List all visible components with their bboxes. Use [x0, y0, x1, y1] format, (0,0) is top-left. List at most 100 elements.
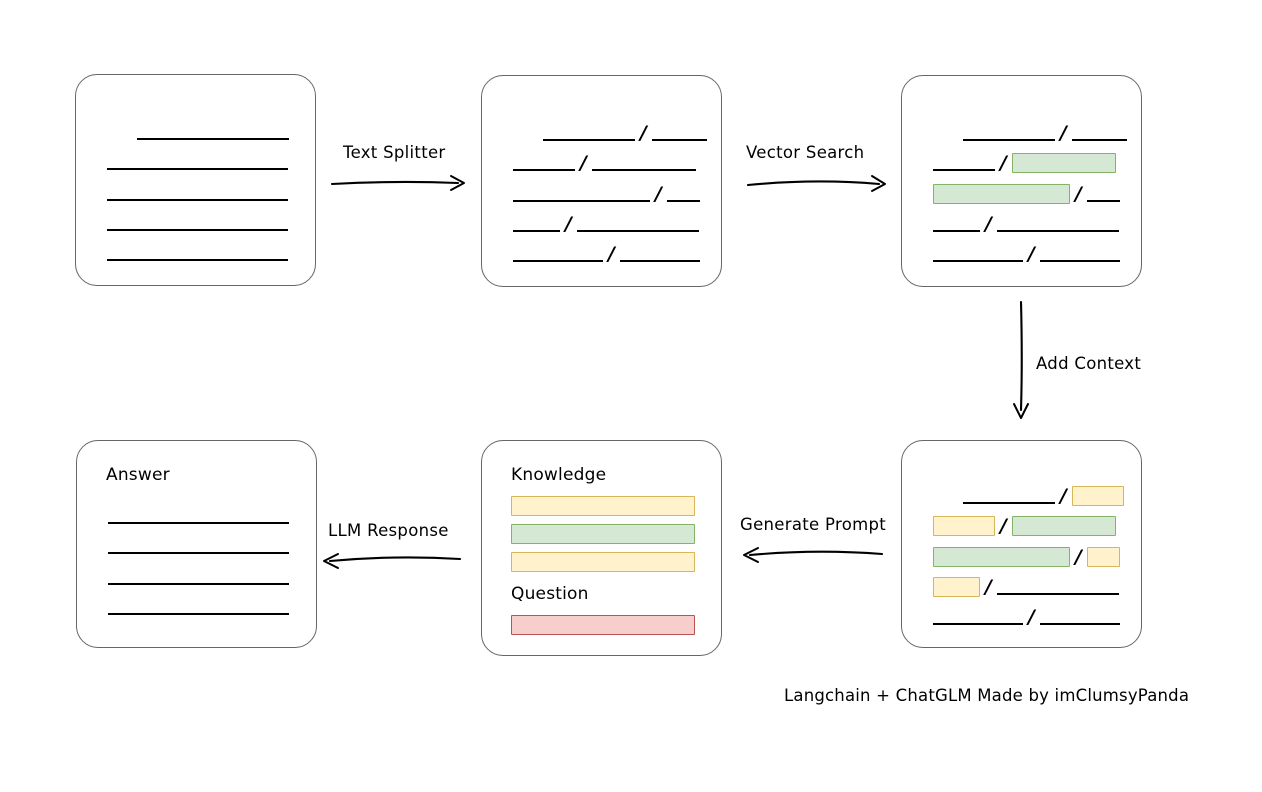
document-line-row: / [933, 183, 1120, 205]
yellow-highlight-chip [1086, 546, 1120, 567]
yellow-content-bar [511, 552, 695, 572]
yellow-highlight-chip [1071, 486, 1124, 506]
document-line-row [108, 566, 289, 588]
green-highlight-chip [933, 546, 1070, 567]
document-line-row [108, 505, 289, 527]
prompt-box[interactable]: Knowledge Question [481, 440, 722, 656]
green-highlight-chip [1011, 153, 1116, 174]
context-chunks-box[interactable]: / / / / / [901, 440, 1142, 648]
slash-separator: / [1028, 243, 1035, 266]
document-line-row [107, 151, 288, 173]
text-underline [107, 198, 288, 201]
text-underline [1039, 623, 1120, 626]
arrow-vector-search-label: Vector Search [746, 143, 865, 162]
arrow-generate-prompt-line [743, 547, 884, 563]
yellow-highlight-chip [933, 576, 980, 597]
green-highlight-chip [933, 183, 1070, 204]
document-line-row: / [543, 122, 707, 144]
text-underline [591, 169, 696, 172]
text-underline [108, 522, 289, 524]
document-line-row: / [933, 546, 1120, 568]
document-line-row [137, 121, 289, 143]
text-underline [513, 169, 575, 172]
text-underline [108, 582, 289, 585]
document-line-row [108, 535, 289, 557]
slash-separator: / [1028, 606, 1035, 629]
slash-separator: / [580, 152, 587, 175]
document-line-row: / [513, 213, 699, 235]
text-underline [933, 623, 1023, 626]
slash-separator: / [655, 182, 662, 205]
arrow-generate-prompt: Generate Prompt [740, 515, 886, 565]
text-underline [666, 199, 700, 202]
question-label: Question [511, 584, 589, 604]
text-underline [107, 168, 288, 171]
text-underline [108, 552, 289, 555]
arrow-llm-response-line [323, 553, 462, 569]
text-underline [1086, 199, 1120, 202]
arrow-add-context-line [1013, 300, 1029, 419]
split-chunks-box[interactable]: / / / / / [481, 75, 722, 287]
slash-separator: / [640, 122, 647, 144]
document-line-row: / [933, 243, 1120, 265]
text-underline [933, 169, 995, 172]
document-line-row: / [933, 606, 1120, 628]
arrow-llm-response-label: LLM Response [328, 521, 449, 540]
arrow-llm-response: LLM Response [320, 521, 465, 571]
slash-separator: / [565, 212, 572, 235]
answer-box[interactable]: Answer [76, 440, 317, 648]
slash-separator: / [1060, 122, 1067, 144]
document-line-row [107, 242, 288, 264]
text-underline [107, 228, 288, 231]
green-highlight-chip [1011, 516, 1116, 537]
text-underline [651, 139, 707, 141]
document-line-row [107, 182, 288, 204]
slash-separator: / [1060, 485, 1067, 507]
answer-label: Answer [106, 465, 170, 485]
text-underline [963, 139, 1055, 141]
slash-separator: / [1075, 545, 1082, 568]
matched-chunks-box[interactable]: ///// [901, 75, 1142, 287]
arrow-text-splitter-label: Text Splitter [343, 143, 446, 162]
text-underline [108, 612, 289, 615]
arrow-add-context: Add Context [1008, 300, 1168, 422]
document-line-row: / [513, 183, 700, 205]
text-underline [933, 260, 1023, 263]
text-underline [543, 139, 635, 141]
text-underline [996, 592, 1119, 595]
document-line-row: / [513, 152, 696, 174]
text-underline [513, 260, 603, 263]
arrow-vector-search: Vector Search [746, 143, 890, 193]
text-underline [933, 229, 980, 232]
arrow-text-splitter-line [330, 175, 465, 191]
text-underline [137, 138, 289, 140]
document-line-row [107, 212, 288, 234]
text-underline [107, 259, 288, 262]
arrow-text-splitter: Text Splitter [330, 143, 470, 193]
slash-separator: / [608, 243, 615, 266]
slash-separator: / [1075, 182, 1082, 205]
arrow-vector-search-line [746, 175, 886, 192]
text-underline [963, 502, 1055, 504]
source-document-box[interactable] [75, 74, 316, 286]
red-content-bar [511, 615, 695, 635]
document-line-row: / [933, 576, 1119, 598]
document-line-row: / [933, 515, 1116, 537]
yellow-content-bar [511, 496, 695, 516]
document-line-row: / [963, 122, 1127, 144]
text-underline [1071, 139, 1127, 141]
document-line-row: / [963, 485, 1124, 507]
arrow-generate-prompt-label: Generate Prompt [740, 515, 886, 534]
yellow-highlight-chip [933, 516, 995, 537]
knowledge-label: Knowledge [511, 465, 607, 485]
footer-credit: Langchain + ChatGLM Made by imClumsyPand… [784, 686, 1190, 705]
slash-separator: / [1000, 515, 1007, 538]
text-underline [996, 229, 1119, 232]
arrow-add-context-label: Add Context [1036, 354, 1142, 373]
slash-separator: / [1000, 152, 1007, 175]
document-line-row: / [933, 152, 1116, 174]
slash-separator: / [985, 575, 992, 598]
text-underline [513, 199, 650, 202]
text-underline [576, 229, 699, 232]
